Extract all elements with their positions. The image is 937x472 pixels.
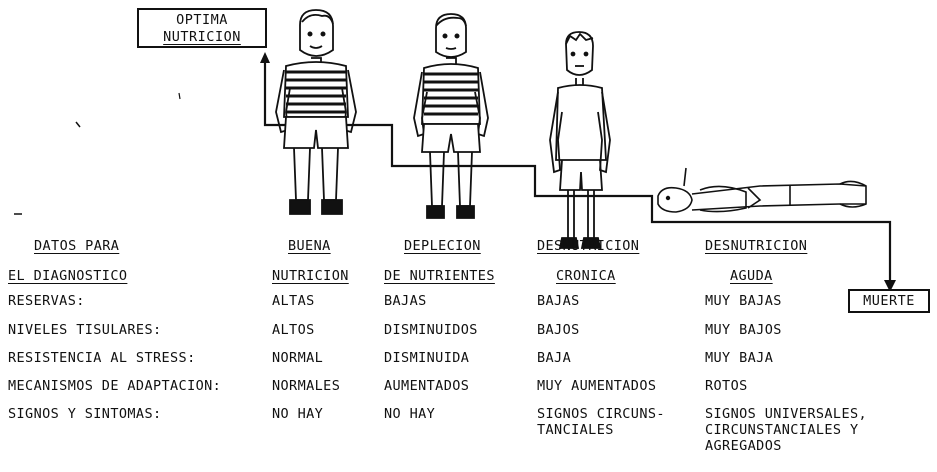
depleted-boy-figure — [414, 14, 488, 218]
optima-nutricion-box: OPTIMA NUTRICION — [137, 8, 267, 48]
table-cell: NO HAY — [384, 406, 435, 422]
table-cell: DISMINUIDOS — [384, 322, 478, 338]
header-col1-line1: BUENA — [288, 238, 331, 254]
optima-label: OPTIMA — [139, 12, 265, 29]
header-col2-line1: DEPLECION — [404, 238, 481, 254]
table-cell: BAJAS — [384, 293, 427, 309]
table-cell: BAJA — [537, 350, 571, 366]
nutricion-label: NUTRICION — [139, 29, 265, 46]
table-cell: BAJAS — [537, 293, 580, 309]
table-cell: DISMINUIDA — [384, 350, 469, 366]
acute-malnutrition-figure — [658, 168, 866, 212]
table-cell: AGREGADOS — [705, 438, 782, 454]
table-cell: ALTAS — [272, 293, 315, 309]
table-cell: NORMAL — [272, 350, 323, 366]
row-label-mecanismos: MECANISMOS DE ADAPTACION: — [8, 378, 221, 394]
arrow-up-icon — [260, 52, 270, 63]
healthy-boy-figure — [276, 10, 356, 214]
header-col3-line2: CRONICA — [556, 268, 616, 284]
table-cell: AUMENTADOS — [384, 378, 469, 394]
table-cell: NO HAY — [272, 406, 323, 422]
header-col0-line1: DATOS PARA — [34, 238, 119, 254]
muerte-label: MUERTE — [863, 293, 915, 309]
header-col2-line2: DE NUTRIENTES — [384, 268, 495, 284]
chronic-malnutrition-figure — [550, 32, 610, 248]
table-cell: CIRCUNSTANCIALES Y — [705, 422, 859, 438]
header-col0-line2: EL DIAGNOSTICO — [8, 268, 127, 284]
row-label-niveles: NIVELES TISULARES: — [8, 322, 162, 338]
table-cell: MUY BAJOS — [705, 322, 782, 338]
table-cell: MUY AUMENTADOS — [537, 378, 656, 394]
table-cell: ROTOS — [705, 378, 748, 394]
table-cell: TANCIALES — [537, 422, 614, 438]
table-cell: ALTOS — [272, 322, 315, 338]
header-col1-line2: NUTRICION — [272, 268, 349, 284]
stray-ink-mark — [76, 122, 80, 127]
row-label-signos: SIGNOS Y SINTOMAS: — [8, 406, 162, 422]
row-label-resistencia: RESISTENCIA AL STRESS: — [8, 350, 196, 366]
table-cell: MUY BAJA — [705, 350, 773, 366]
table-cell: MUY BAJAS — [705, 293, 782, 309]
header-col4-line1: DESNUTRICION — [705, 238, 807, 254]
header-col4-line2: AGUDA — [730, 268, 773, 284]
row-label-reservas: RESERVAS: — [8, 293, 85, 309]
muerte-box: MUERTE — [848, 289, 930, 313]
table-cell: NORMALES — [272, 378, 340, 394]
table-cell: BAJOS — [537, 322, 580, 338]
table-cell: SIGNOS CIRCUNS- — [537, 406, 665, 422]
header-col3-line1: DESNUTRICION — [537, 238, 639, 254]
table-cell: SIGNOS UNIVERSALES, — [705, 406, 867, 422]
stray-ink-mark — [179, 93, 180, 99]
